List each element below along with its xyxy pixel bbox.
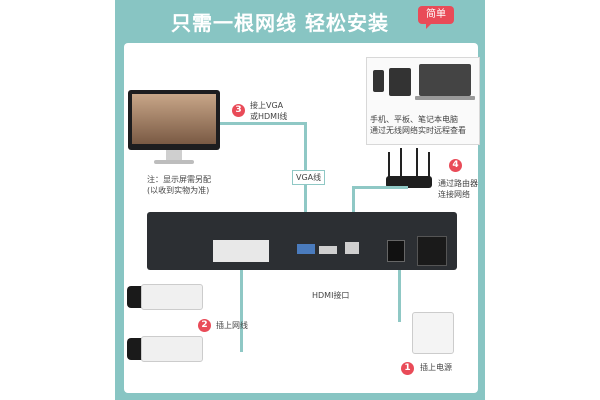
monitor-cable [220,122,306,125]
hdmi-port [319,246,337,254]
camera-2 [127,336,203,362]
monitor-note-1: 注：显示屏需另配 [147,175,211,184]
poe-ports [213,240,269,262]
power-label: 插上电源 [420,363,452,372]
camera-label: 插上网线 [216,321,248,330]
hdmi-connect-label: 或HDMI线 [250,112,288,121]
power-cable [398,262,401,322]
vga-connect-label: 接上VGA [250,101,284,110]
router-cable-top [352,186,408,189]
router-illustration [386,148,432,188]
vga-cable-tag: VGA线 [292,170,326,185]
laptop-icon [419,64,471,96]
simple-badge: 简单 [418,6,454,29]
hdmi-port-label: HDMI接口 [312,291,350,300]
camera-cable [240,262,243,352]
vga-port [297,244,315,254]
router-label-2: 连接网络 [438,190,470,199]
phone-icon [373,70,384,92]
monitor-note-2: (以收到实物为准) [147,186,210,195]
page-title: 只需一根网线 轻松安装 [171,11,389,35]
step-2-badge: 2 [198,319,211,332]
monitor-illustration [128,90,220,170]
devices-box [366,57,480,145]
devices-caption-1: 手机、平板、笔记本电脑 [370,115,458,124]
devices-caption-2: 通过无线网络实时远程查看 [370,126,466,135]
power-socket [387,240,405,262]
fan-grille [417,236,447,266]
step-1-badge: 1 [401,362,414,375]
usb-port [345,242,359,254]
nvr-recorder [147,212,457,270]
router-label-1: 通过路由器 [438,179,478,188]
step-4-badge: 4 [449,159,462,172]
step-3-badge: 3 [232,104,245,117]
camera-1 [127,284,203,310]
power-outlet [412,312,454,354]
tablet-icon [389,68,411,96]
